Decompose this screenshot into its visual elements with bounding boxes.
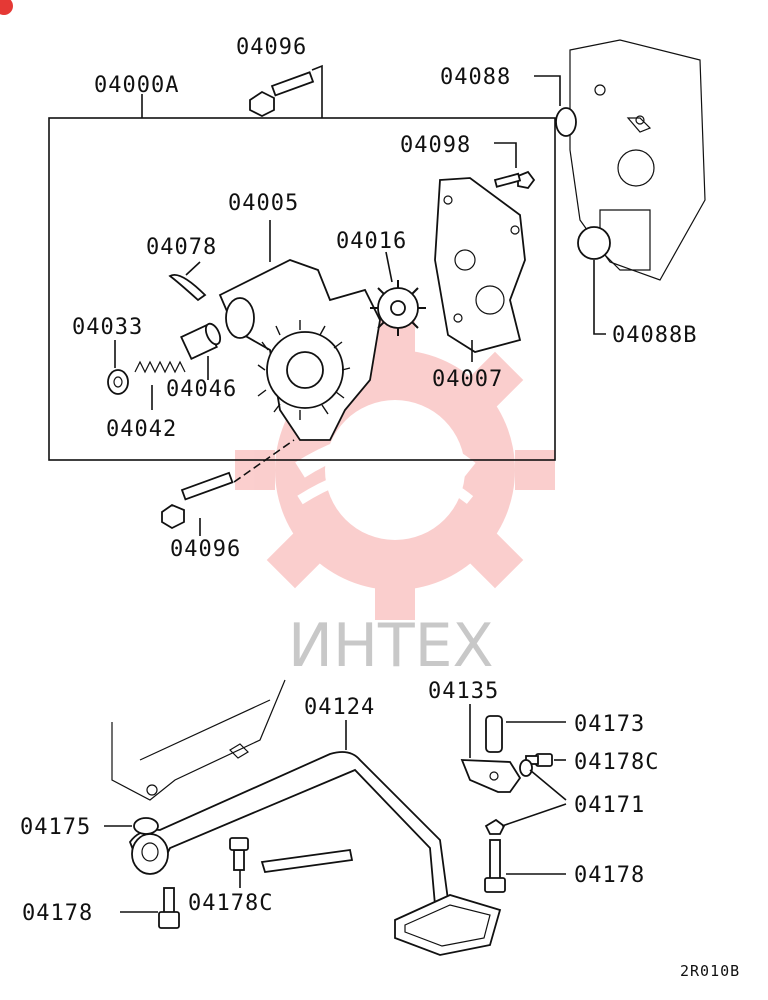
label-04096-bottom: 04096 bbox=[170, 537, 241, 562]
label-04178-right: 04178 bbox=[574, 863, 645, 888]
pin-04078 bbox=[168, 274, 207, 302]
bolt-04096-bottom bbox=[161, 471, 234, 530]
oring-04088 bbox=[555, 107, 577, 137]
label-04178c-right: 04178C bbox=[574, 750, 659, 775]
gear-04016 bbox=[370, 280, 426, 336]
oring-04088b bbox=[577, 226, 611, 260]
bolt-04178c-bottom bbox=[229, 837, 249, 871]
label-04033: 04033 bbox=[72, 315, 143, 340]
label-04175: 04175 bbox=[20, 815, 91, 840]
oring-04175 bbox=[133, 817, 159, 835]
plug-04033 bbox=[107, 369, 129, 395]
corner-badge bbox=[0, 0, 13, 15]
label-04096-top: 04096 bbox=[236, 35, 307, 60]
bolt-04098 bbox=[493, 170, 536, 189]
bolt-04178-left bbox=[158, 887, 180, 929]
label-04178c-bottom: 04178C bbox=[188, 891, 273, 916]
label-04007: 04007 bbox=[432, 367, 503, 392]
bracket-04135 bbox=[460, 759, 522, 793]
label-04078: 04078 bbox=[146, 235, 217, 260]
sleeve-04046 bbox=[180, 322, 222, 360]
label-04005: 04005 bbox=[228, 191, 299, 216]
bolt-04178-right bbox=[484, 839, 506, 893]
assembly-box bbox=[48, 117, 556, 461]
label-04098: 04098 bbox=[400, 133, 471, 158]
bolt-04178c-right bbox=[525, 753, 553, 767]
pump-body-04005 bbox=[218, 259, 381, 441]
label-04042: 04042 bbox=[106, 417, 177, 442]
watermark-text: ИНТЕХ bbox=[288, 611, 494, 681]
label-04000a: 04000A bbox=[94, 73, 179, 98]
label-04046: 04046 bbox=[166, 377, 237, 402]
cover-plate-04007 bbox=[434, 177, 526, 353]
label-04088b: 04088B bbox=[612, 323, 697, 348]
oil-pan-fragment bbox=[111, 679, 286, 801]
label-04135: 04135 bbox=[428, 679, 499, 704]
bolt-04096-top bbox=[249, 71, 315, 118]
label-04171: 04171 bbox=[574, 793, 645, 818]
label-04124: 04124 bbox=[304, 695, 375, 720]
label-04178-left: 04178 bbox=[22, 901, 93, 926]
nut-04171-b bbox=[484, 818, 506, 835]
label-04016: 04016 bbox=[336, 229, 407, 254]
washer-04171-a bbox=[519, 759, 533, 777]
strainer-pipe-04124 bbox=[128, 751, 502, 956]
stud-04173 bbox=[485, 715, 503, 753]
label-04088: 04088 bbox=[440, 65, 511, 90]
engine-block-fragment bbox=[569, 39, 706, 281]
spring-04042 bbox=[134, 360, 186, 374]
label-04173: 04173 bbox=[574, 712, 645, 737]
diagram-code: 2R010B bbox=[680, 962, 740, 980]
